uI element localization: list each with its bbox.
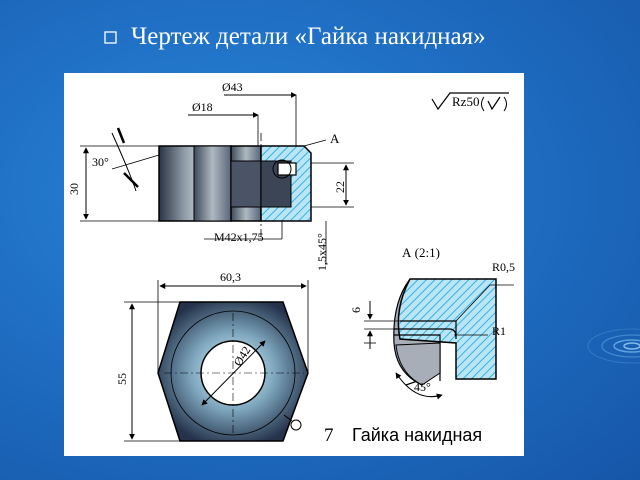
top-view <box>157 301 309 442</box>
dim-r-large: R1 <box>492 324 506 338</box>
dim-across-corners: 60,3 <box>220 270 241 284</box>
water-ripple-icon <box>587 328 640 364</box>
dim-detail-depth: 6 <box>349 307 363 313</box>
dim-across-flats: 55 <box>115 373 129 385</box>
drawing-svg: Ø43 Ø18 30 30° 22 А M42x1,75 1,5x45° <box>67 80 515 442</box>
slide-title: Чертеж детали «Гайка накидная» <box>104 20 486 54</box>
dim-right-height: 22 <box>333 181 347 193</box>
dim-detail-angle: 45° <box>414 380 431 394</box>
dim-angle-top: 30° <box>92 155 109 169</box>
roughness-mark: Rz50 <box>431 92 509 112</box>
checkbox-bullet-icon <box>104 30 117 44</box>
slide-title-text: Чертеж детали «Гайка накидная» <box>131 23 486 50</box>
view-label-a: А <box>330 131 340 146</box>
caption-text: Гайка накидная <box>352 425 483 445</box>
front-view <box>158 133 312 238</box>
caption-number: 7 <box>324 425 334 446</box>
dim-outer-diameter: Ø43 <box>222 80 243 94</box>
weld-symbol-icon <box>283 414 302 431</box>
dim-thread: M42x1,75 <box>214 230 264 244</box>
roughness-value: Rz50 <box>452 94 479 109</box>
detail-label: А (2:1) <box>402 245 440 260</box>
technical-drawing: Ø43 Ø18 30 30° 22 А M42x1,75 1,5x45° <box>64 73 524 456</box>
dim-r-small: R0,5 <box>492 260 515 274</box>
detail-dimensions: А (2:1) 6 R0,5 R1 45° <box>349 245 515 400</box>
dim-inner-diameter: Ø18 <box>192 100 213 114</box>
front-dimensions: Ø43 Ø18 30 30° 22 А M42x1,75 1,5x45° <box>67 80 354 271</box>
dim-chamfer: 1,5x45° <box>315 233 329 271</box>
dim-height: 30 <box>67 183 81 195</box>
